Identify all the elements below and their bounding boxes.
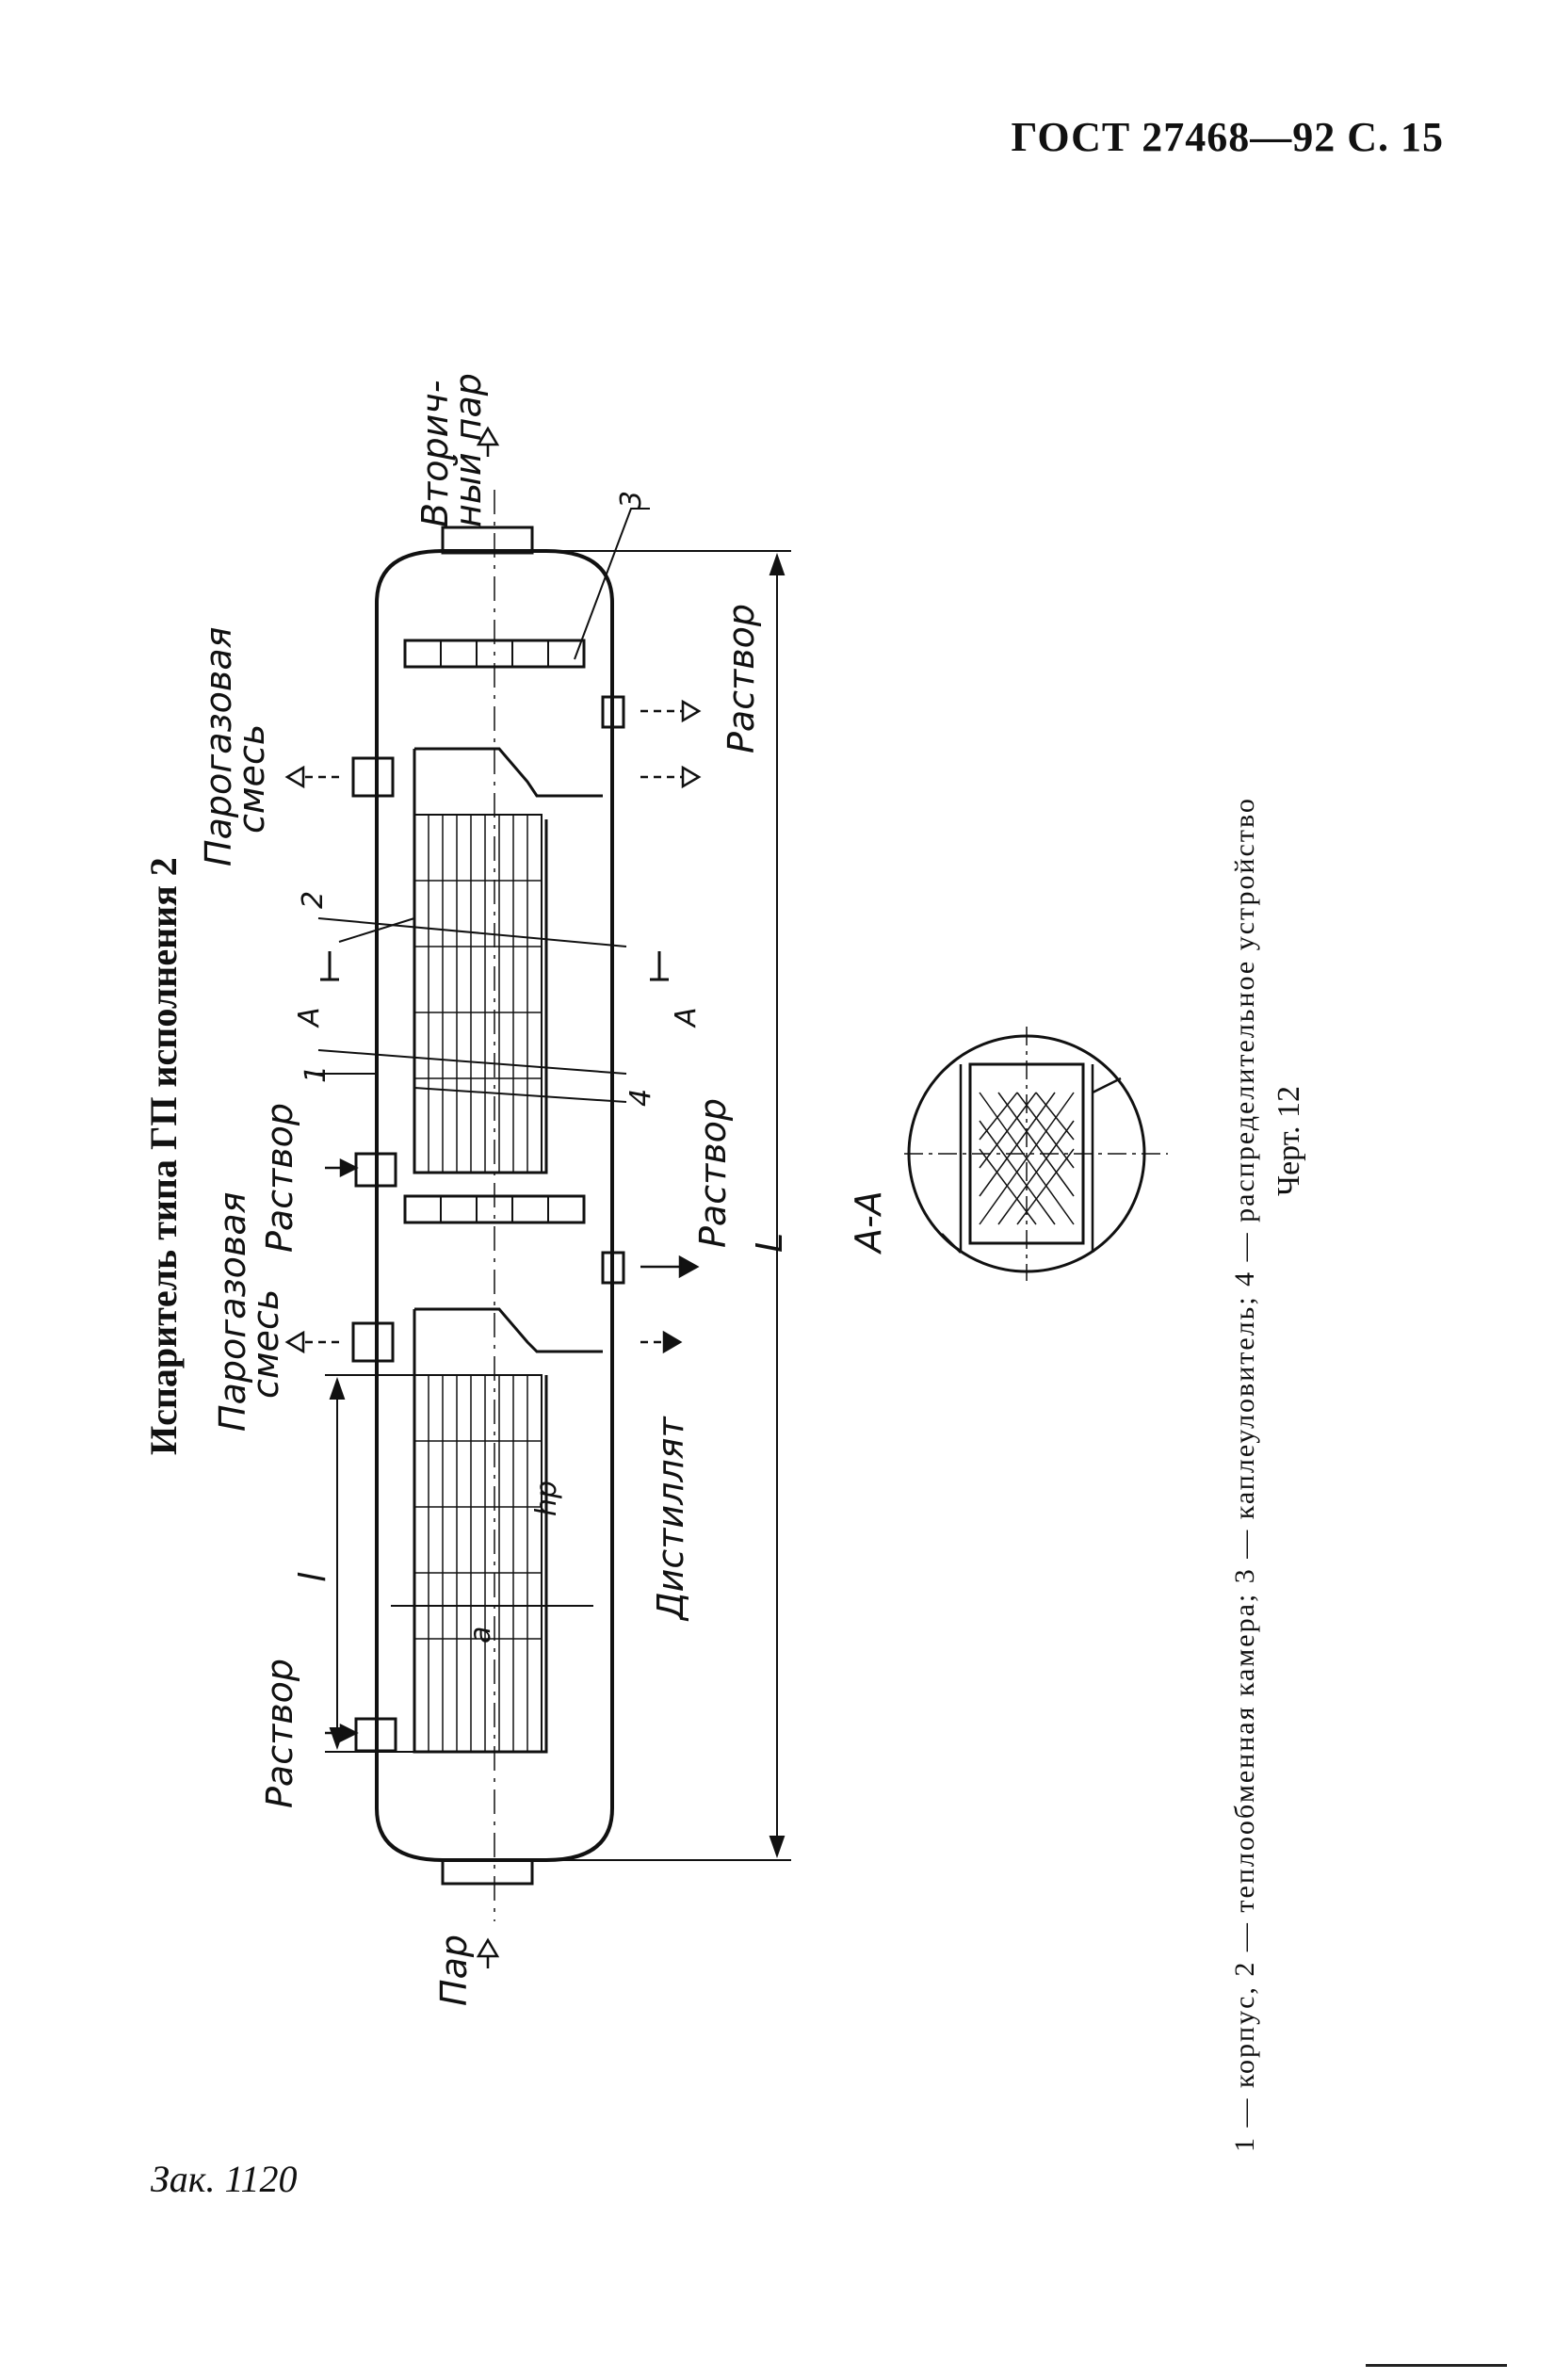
label-part-1: 1 [300,1065,332,1083]
solution-inlet-top [354,1152,397,1188]
top-nozzle [441,526,534,555]
label-parogazovaya-top-2: смесь [231,724,272,834]
flow-arrows [284,426,702,1968]
tube-bundle-lower [413,1374,543,1753]
label-part-2: 2 [297,891,330,909]
solution-outlet-right-top [601,695,625,729]
label-parogazovaya-mid-2: смесь [245,1289,286,1399]
gas-outlet-mid [351,1321,395,1363]
label-a-dim: а [464,1627,497,1643]
label-distillyat: Дистиллят [650,1415,691,1622]
label-rastvor-left: Раствор [259,1659,300,1808]
label-part-4: 4 [624,1089,657,1107]
page-footer: Зак. 1120 [151,2158,298,2200]
label-vtorichny-line1: Вторич- [414,380,456,527]
label-part-3: 3 [615,491,648,509]
figure-number: Черт. 12 [1272,1085,1306,1196]
label-small-l: l [292,1572,333,1582]
solution-outlet-right-mid [601,1251,625,1285]
leader-lines [338,508,650,1103]
label-mark-a-right: А [670,1007,703,1028]
bottom-nozzle [441,1858,534,1886]
section-a-a [904,1027,1168,1281]
label-parogazovaya-top-1: Парогазовая [198,627,239,866]
label-parogazovaya-mid-1: Парогазовая [212,1192,253,1432]
label-rastvor-right-top: Раствор [721,604,762,753]
bottom-rule [1366,2364,1507,2367]
vessel-shell [375,549,614,1862]
tube-lines-upper [414,815,542,1173]
figure-caption: 1 — корпус, 2 — теплообменная камера; 3 … [1229,797,1260,2152]
droplet-separator-top [403,639,586,669]
dimension-lines [311,550,791,1861]
tube-bundle-upper [413,814,543,1174]
label-mark-a-left: А [293,1007,326,1028]
label-vtorichny-line2: ный пар [447,373,489,527]
diagram-labels: Вторич- ный пар Парогазовая смесь Парога… [198,373,889,2006]
label-section-a-a: А-А [848,1190,889,1255]
page-header: ГОСТ 27468—92 С. 15 [1011,114,1444,160]
label-rastvor-right-mid: Раствор [692,1098,734,1248]
label-rastvor-top: Раствор [259,1103,300,1253]
label-par: Пар [433,1935,475,2006]
label-big-l: L [749,1233,790,1253]
tube-lines-lower [414,1375,542,1752]
gas-outlet-top [351,756,395,798]
droplet-separator-middle [403,1194,586,1224]
label-hp: hр [530,1481,563,1516]
